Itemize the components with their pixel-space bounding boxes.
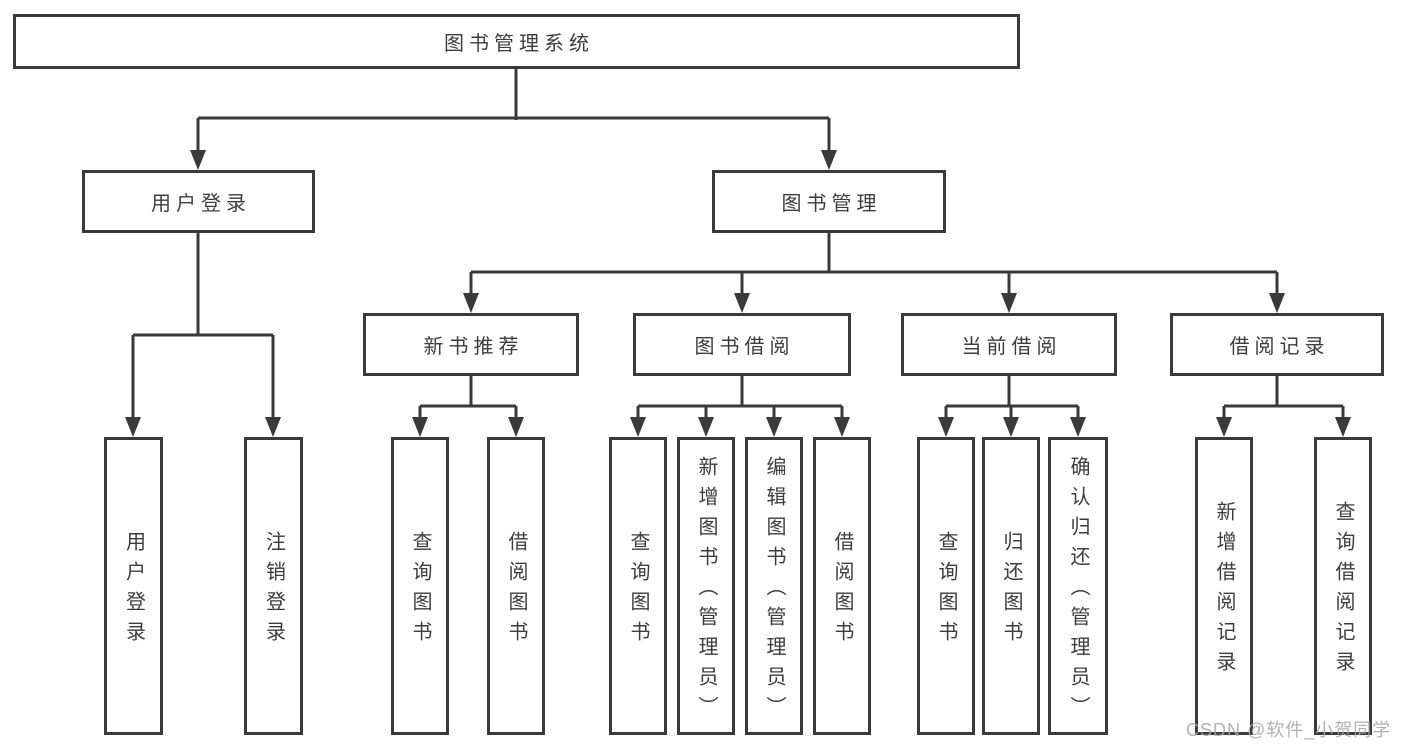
node-leaf-borrow-book: 借阅图书 <box>813 437 871 735</box>
node-leaf-user-login: 用户登录 <box>104 437 163 735</box>
node-leaf-add-book-admin-label: 新增图书（管理员） <box>695 456 717 726</box>
node-leaf-logout: 注销登录 <box>244 437 303 735</box>
node-leaf-user-login-label: 用户登录 <box>122 531 145 651</box>
node-book-management-label: 图书管理 <box>781 193 882 215</box>
node-leaf-return-book-label: 归还图书 <box>1000 531 1022 651</box>
node-leaf-return-book: 归还图书 <box>982 437 1040 735</box>
node-leaf-add-borrow-record: 新增借阅记录 <box>1195 437 1253 735</box>
node-leaf-query-borrow-record-label: 查询借阅记录 <box>1332 501 1354 681</box>
node-book-management: 图书管理 <box>712 170 946 233</box>
node-new-book-recommend: 新书推荐 <box>363 313 579 376</box>
node-book-borrow-label: 图书借阅 <box>694 336 795 358</box>
node-new-book-recommend-label: 新书推荐 <box>423 336 524 358</box>
node-root-label: 图书管理系统 <box>444 33 594 55</box>
node-borrow-record-label: 借阅记录 <box>1229 336 1330 358</box>
node-leaf-query-book-borrow: 查询图书 <box>609 437 667 735</box>
node-leaf-query-book-borrow-label: 查询图书 <box>627 531 649 651</box>
node-book-borrow: 图书借阅 <box>633 313 851 376</box>
node-leaf-logout-label: 注销登录 <box>262 531 285 651</box>
node-leaf-add-book-admin: 新增图书（管理员） <box>677 437 735 735</box>
csdn-watermark: CSDN @软件_小贺同学 <box>1186 720 1392 740</box>
node-leaf-borrow-book-label: 借阅图书 <box>831 531 853 651</box>
node-leaf-borrow-book-recommend: 借阅图书 <box>487 437 545 735</box>
node-leaf-add-borrow-record-label: 新增借阅记录 <box>1213 501 1235 681</box>
node-leaf-borrow-book-recommend-label: 借阅图书 <box>505 531 527 651</box>
node-user-login: 用户登录 <box>82 170 315 233</box>
node-current-borrow-label: 当前借阅 <box>961 336 1062 358</box>
node-leaf-query-book-current-label: 查询图书 <box>935 531 957 651</box>
node-leaf-query-borrow-record: 查询借阅记录 <box>1314 437 1372 735</box>
node-borrow-record: 借阅记录 <box>1170 313 1384 376</box>
node-leaf-query-book-current: 查询图书 <box>917 437 975 735</box>
node-leaf-query-book-recommend: 查询图书 <box>391 437 449 735</box>
node-leaf-edit-book-admin-label: 编辑图书（管理员） <box>763 456 785 726</box>
node-leaf-confirm-return-admin: 确认归还（管理员） <box>1048 437 1108 735</box>
node-leaf-confirm-return-admin-label: 确认归还（管理员） <box>1067 456 1089 726</box>
node-user-login-label: 用户登录 <box>151 193 251 215</box>
node-root: 图书管理系统 <box>13 14 1020 69</box>
node-current-borrow: 当前借阅 <box>901 313 1117 376</box>
node-leaf-query-book-recommend-label: 查询图书 <box>409 531 431 651</box>
node-leaf-edit-book-admin: 编辑图书（管理员） <box>745 437 803 735</box>
